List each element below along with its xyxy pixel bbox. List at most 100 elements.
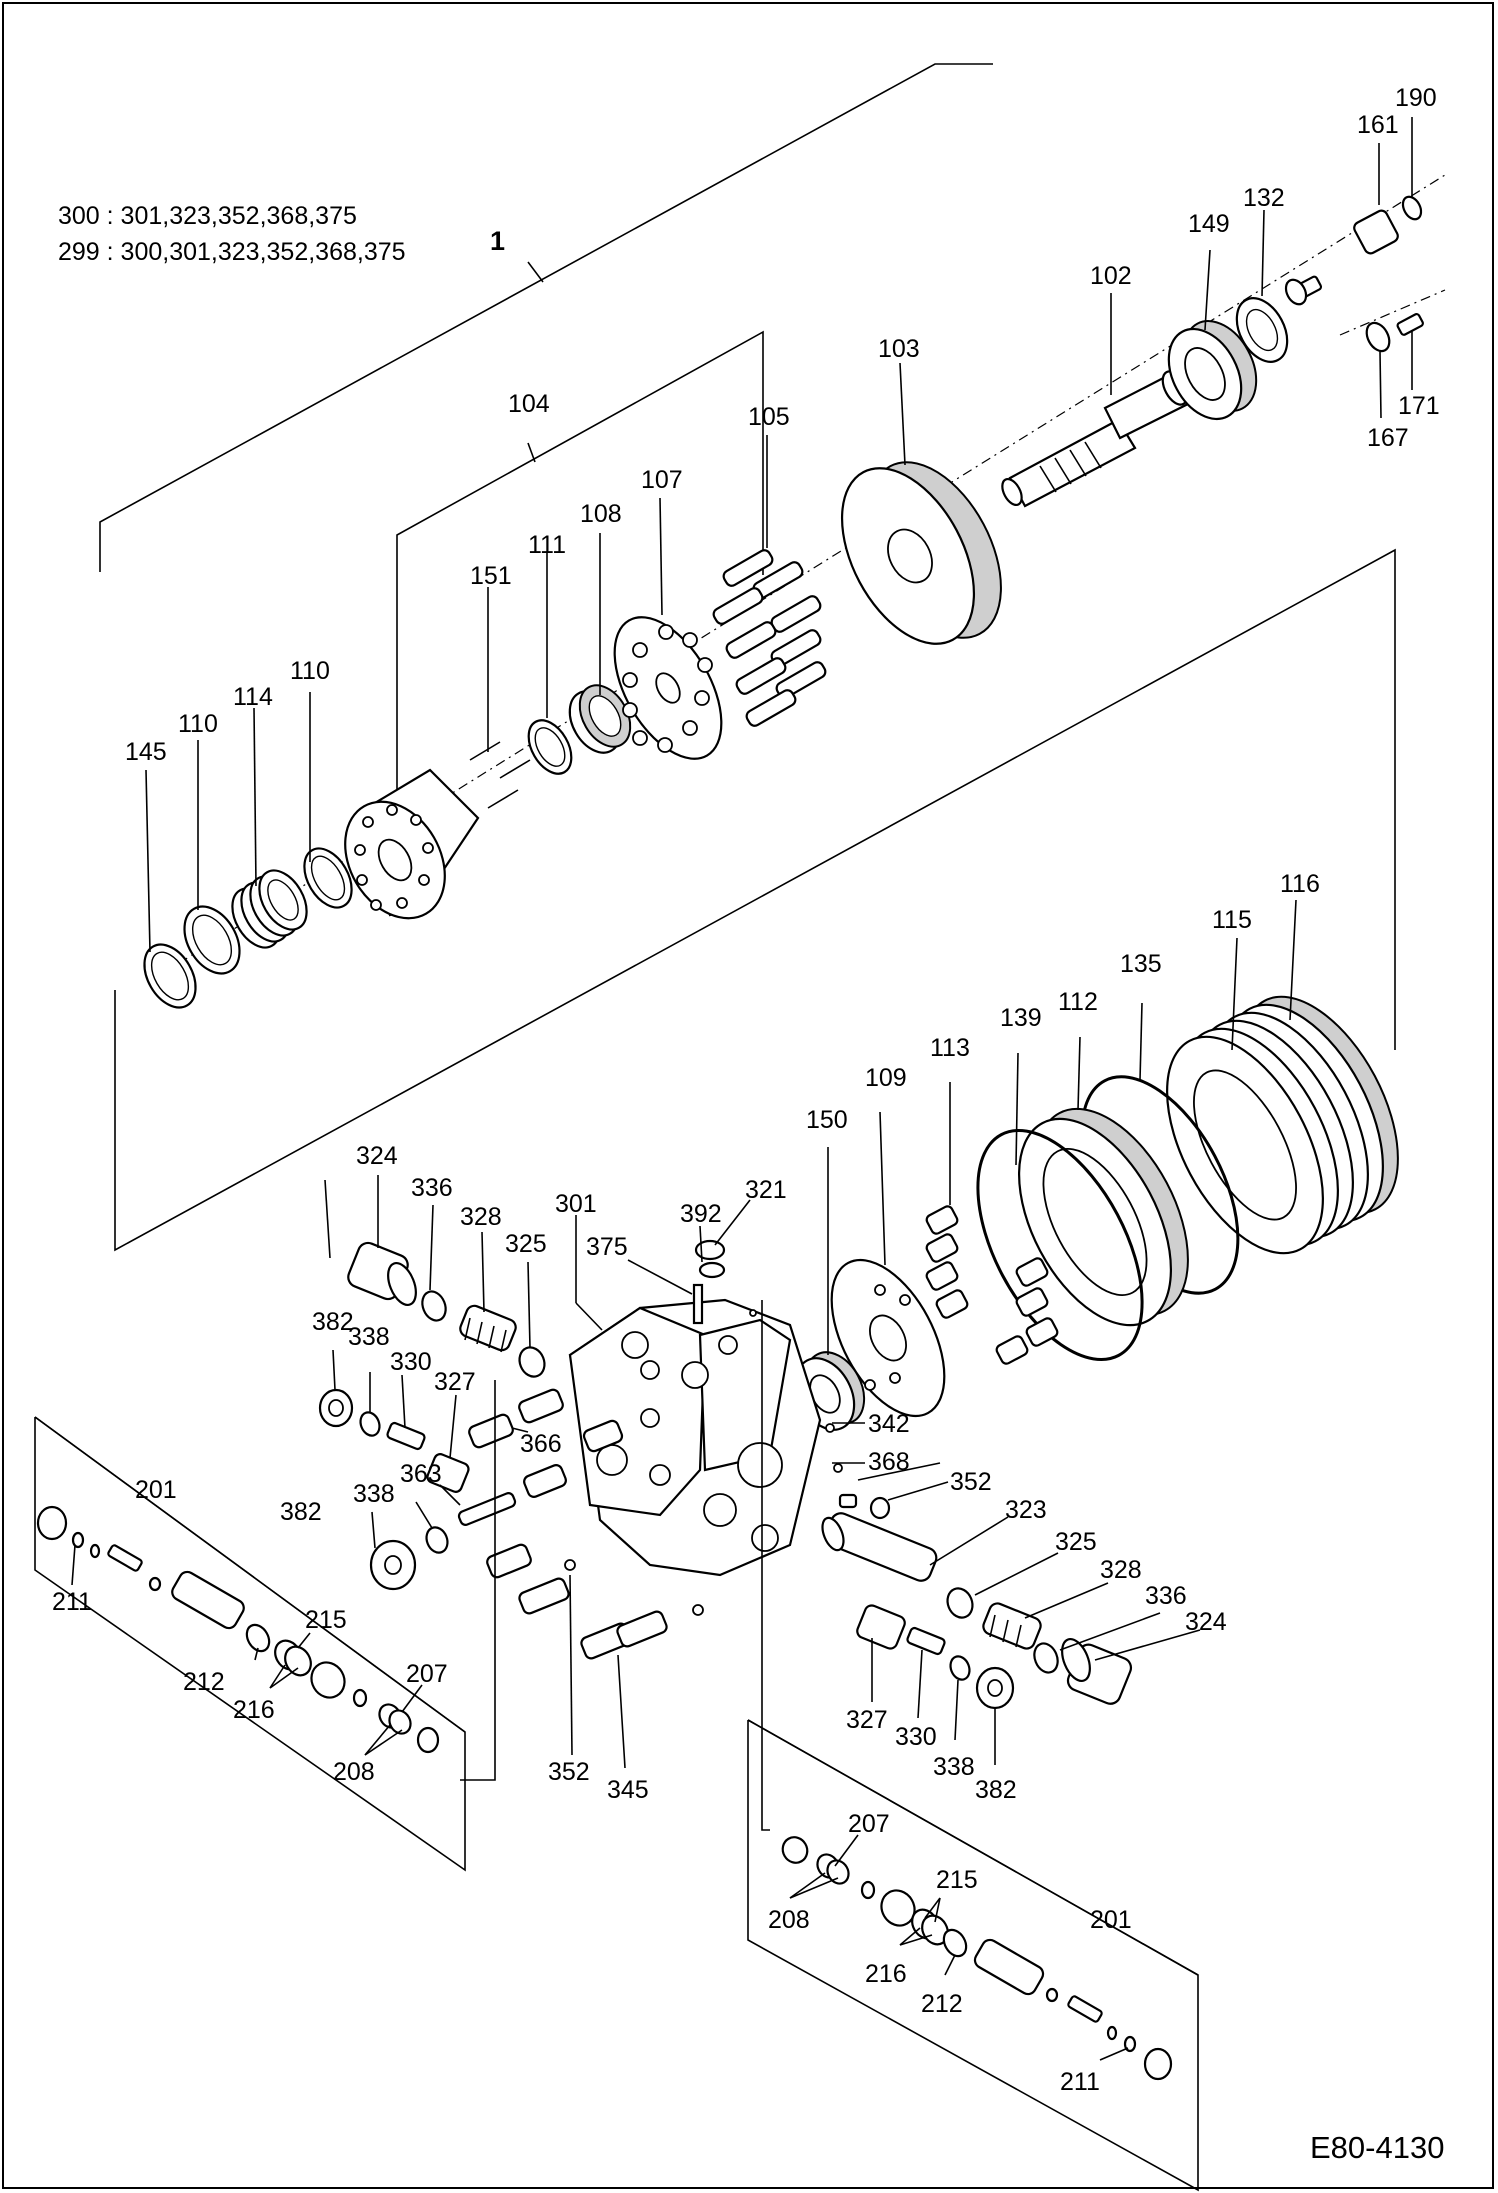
callout-190: 190	[1395, 84, 1437, 112]
callout-328b: 328	[1100, 1556, 1142, 1584]
relief-valve-201-left	[34, 1416, 466, 1872]
circlip-145	[143, 943, 197, 1009]
pin-363	[457, 1492, 517, 1526]
callout-116: 116	[1280, 870, 1320, 898]
bush-108	[568, 684, 632, 754]
bolts-366	[468, 1388, 624, 1498]
plug-382-left	[318, 1388, 354, 1428]
callout-336b: 336	[1145, 1582, 1187, 1610]
ring-111	[527, 719, 573, 775]
callout-216b: 216	[865, 1960, 907, 1988]
brake-piston-112	[1017, 1107, 1189, 1327]
callout-392: 392	[680, 1200, 722, 1228]
callout-327b: 327	[846, 1706, 888, 1734]
plug-324-right	[1061, 1638, 1133, 1705]
callout-382a: 382	[312, 1308, 354, 1336]
o-ring-336-right	[1033, 1642, 1059, 1674]
callout-113: 113	[930, 1034, 970, 1062]
callout-363: 363	[400, 1460, 442, 1488]
callout-107: 107	[641, 466, 683, 494]
o-ring-338-right	[949, 1655, 971, 1681]
brake-discs-116	[1166, 995, 1399, 1255]
callout-324a: 324	[356, 1142, 398, 1170]
callout-327a: 327	[434, 1368, 476, 1396]
spring-328-right	[982, 1602, 1042, 1650]
callout-352b: 352	[548, 1758, 590, 1786]
callout-135: 135	[1120, 950, 1162, 978]
callout-149: 149	[1188, 210, 1230, 238]
o-ring-338-mid	[425, 1526, 449, 1554]
callout-151: 151	[470, 562, 512, 590]
callout-338a: 338	[348, 1323, 390, 1351]
plug-167	[1365, 313, 1424, 353]
callout-382c: 382	[975, 1776, 1017, 1804]
callout-328a: 328	[460, 1203, 502, 1231]
plug-324-left	[347, 1241, 417, 1306]
plug-382-right	[975, 1666, 1015, 1710]
plug-161	[1284, 195, 1423, 306]
spring-330-left	[386, 1421, 426, 1451]
pistons-105	[712, 549, 827, 727]
callout-215b: 215	[936, 1866, 978, 1894]
callout-212b: 212	[921, 1990, 963, 2018]
o-ring-139	[976, 1128, 1144, 1362]
bearing-149	[1167, 320, 1258, 421]
callout-382b: 382	[280, 1498, 322, 1526]
callout-171: 171	[1398, 392, 1440, 420]
callout-208a: 208	[333, 1758, 375, 1786]
callout-207b: 207	[848, 1810, 890, 1838]
ring-325-left	[518, 1346, 546, 1378]
callout-208b: 208	[768, 1906, 810, 1934]
callout-215a: 215	[305, 1606, 347, 1634]
callout-211b: 211	[1060, 2068, 1100, 2096]
callout-345: 345	[607, 1776, 649, 1804]
callout-211a: 211	[52, 1588, 92, 1616]
o-ring-338-left	[359, 1411, 381, 1437]
callout-368: 368	[868, 1448, 910, 1476]
callout-325b: 325	[1055, 1528, 1097, 1556]
plug-382-mid	[369, 1539, 417, 1591]
callout-110a: 110	[290, 657, 330, 685]
callout-342: 342	[868, 1410, 910, 1438]
callout-366: 366	[520, 1430, 562, 1458]
callout-110b: 110	[178, 710, 218, 738]
callout-102: 102	[1090, 262, 1132, 290]
plug-321	[692, 1239, 757, 1325]
callout-112: 112	[1058, 988, 1098, 1016]
callout-338b: 338	[353, 1480, 395, 1508]
callout-111: 111	[528, 531, 566, 559]
callout-201b: 201	[1090, 1906, 1132, 1934]
callout-105: 105	[748, 403, 790, 431]
callout-216a: 216	[233, 1696, 275, 1724]
springs-113	[925, 1205, 1059, 1365]
callout-114: 114	[233, 683, 273, 711]
retainer-plate-107	[613, 616, 723, 760]
callout-103: 103	[878, 335, 920, 363]
callout-150: 150	[806, 1106, 848, 1134]
relief-valve-201-right	[747, 1719, 1199, 2192]
sleeve-327-right	[856, 1604, 906, 1650]
assembly-outline	[99, 63, 1396, 1252]
callout-109: 109	[865, 1064, 907, 1092]
rear-housing-301	[568, 1298, 822, 1577]
drawing-code: E80-4130	[1310, 2130, 1444, 2165]
callout-336a: 336	[411, 1174, 453, 1202]
callout-212a: 212	[183, 1668, 225, 1696]
callout-330b: 330	[895, 1723, 937, 1751]
ring-325-right	[946, 1587, 974, 1619]
callout-207a: 207	[406, 1660, 448, 1688]
callout-115: 115	[1212, 906, 1252, 934]
callout-325a: 325	[505, 1230, 547, 1258]
callout-324b: 324	[1185, 1608, 1227, 1636]
assembly-label: 1	[490, 226, 505, 256]
note-line-1: 300 : 301,323,352,368,375	[58, 202, 357, 230]
callout-330a: 330	[390, 1348, 432, 1376]
note-line-2: 299 : 300,301,323,352,368,375	[58, 238, 406, 266]
callout-301: 301	[555, 1190, 597, 1218]
ring-110-left	[183, 905, 241, 975]
callout-338c: 338	[933, 1753, 975, 1781]
